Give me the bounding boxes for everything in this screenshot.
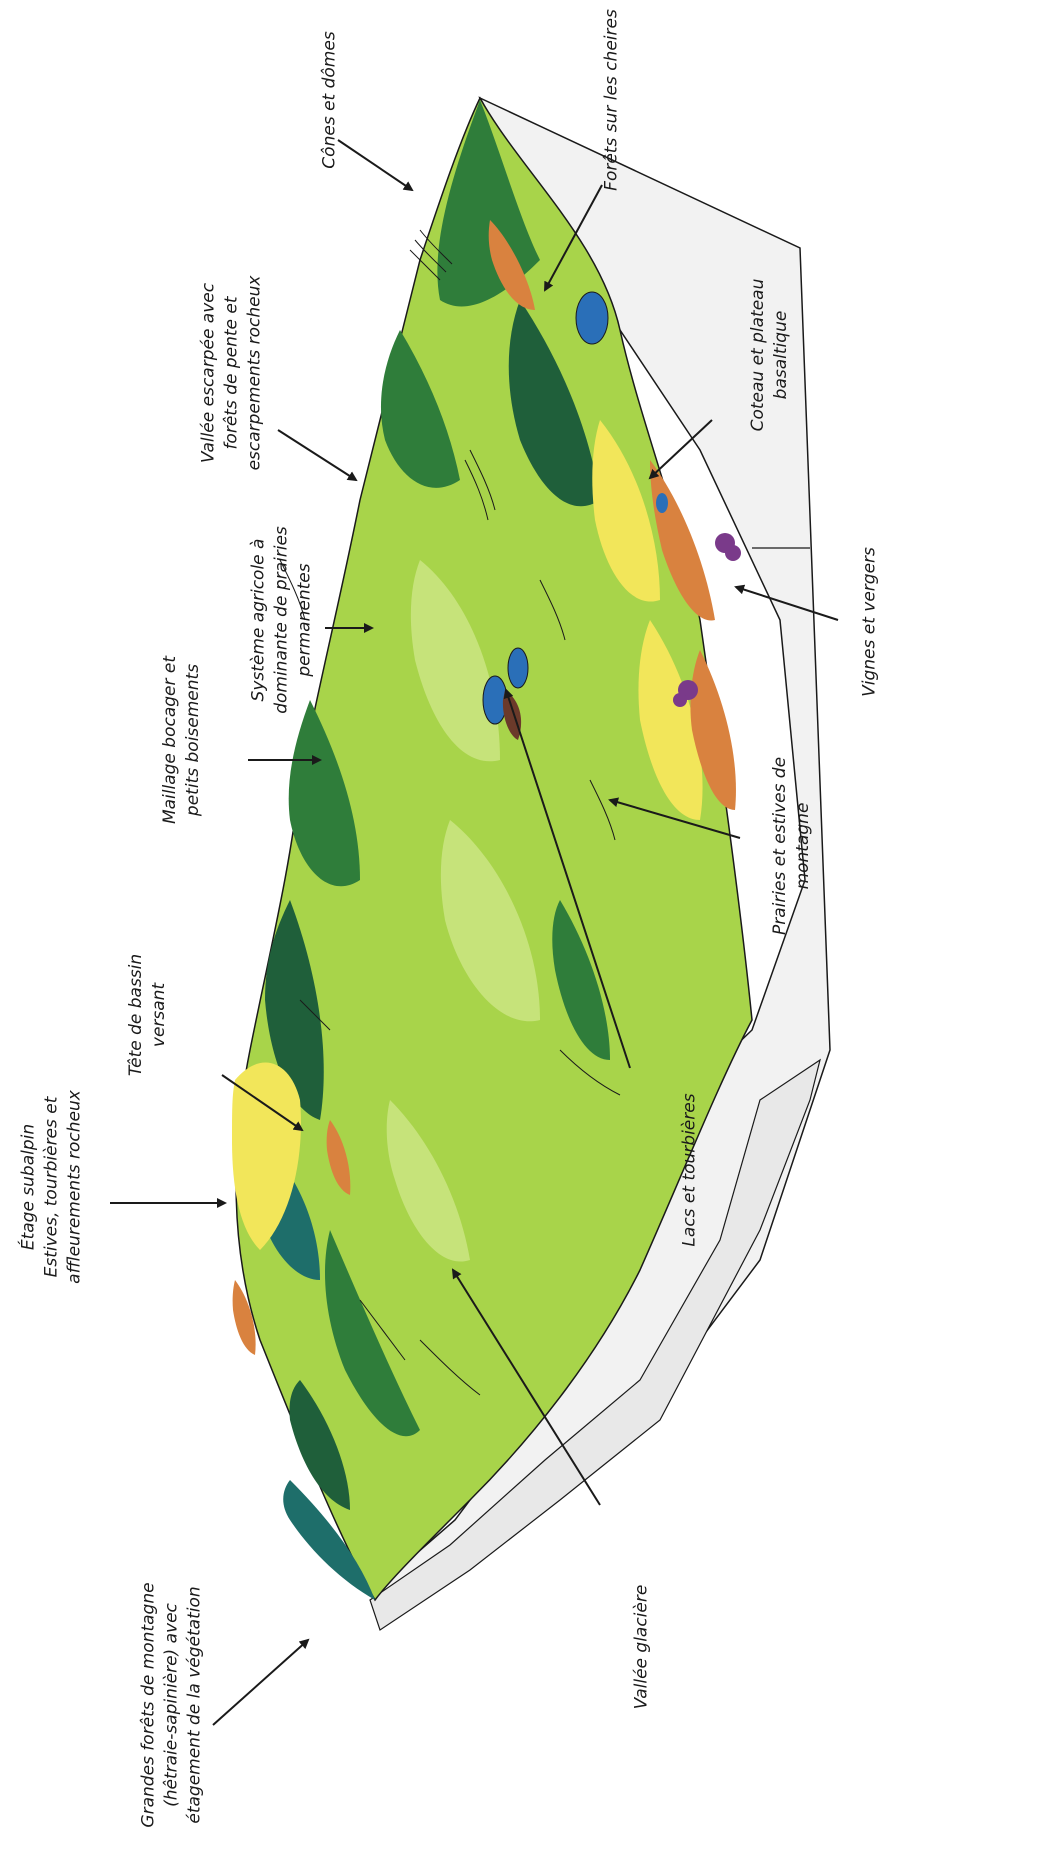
label-line: escarpements rocheux [244,276,267,471]
arrow-grandes-forets [213,1640,308,1725]
label-prairies-estives: Prairies et estives de montagne [769,757,815,935]
label-etage-subalpin: Étage subalpin Estives, tourbières et af… [18,1090,87,1284]
label-line: affleurements rocheux [64,1090,87,1284]
label-forets-cheires: Forêts sur les cheires [601,9,624,191]
lake-north [576,292,608,344]
arrow-vallee-escarpee [278,430,356,480]
vineyard-2 [725,545,741,561]
label-line: Forêts sur les cheires [601,9,624,191]
lake-plateau [656,493,668,513]
label-line: Prairies et estives de [769,757,792,935]
label-vallee-glaciere: Vallée glacière [631,1585,654,1710]
label-line: Vallée escarpée avec [198,276,221,471]
label-grandes-forets: Grandes forêts de montagne (hêtraie-sapi… [138,1582,207,1827]
label-systeme-agricole: Système agricole à dominante de prairies… [248,526,317,714]
label-line: Grandes forêts de montagne [138,1582,161,1827]
label-line: Étage subalpin [18,1090,41,1284]
vineyard-4 [673,693,687,707]
label-cones-domes: Cônes et dômes [319,31,342,168]
label-line: Système agricole à [248,526,271,714]
label-line: Maillage bocager et [159,656,182,824]
label-line: Lacs et tourbières [679,1093,702,1246]
label-vignes-vergers: Vignes et vergers [859,547,882,697]
label-line: versant [148,954,171,1076]
label-line: Cônes et dômes [319,31,342,168]
label-line: petits boisements [182,656,205,824]
label-lacs-tourbieres: Lacs et tourbières [679,1093,702,1246]
label-line: forêts de pente et [221,276,244,471]
label-line: Coteau et plateau [747,279,770,432]
label-maillage-bocager: Maillage bocager et petits boisements [159,656,205,824]
lake-central-2 [508,648,528,688]
label-coteau-plateau: Coteau et plateau basaltique [747,279,793,432]
label-line: dominante de prairies [271,526,294,714]
label-line: permanentes [294,526,317,714]
label-line: Tête de bassin [125,954,148,1076]
label-line: Estives, tourbières et [41,1090,64,1284]
label-line: basaltique [770,279,793,432]
label-tete-bassin: Tête de bassin versant [125,954,171,1076]
label-line: montagne [792,757,815,935]
label-line: Vignes et vergers [859,547,882,697]
label-vallee-escarpee: Vallée escarpée avec forêts de pente et … [198,276,267,471]
label-line: étagement de la végétation [184,1582,207,1827]
label-line: Vallée glacière [631,1585,654,1710]
arrow-cones [338,140,412,190]
label-line: (hêtraie-sapinière) avec [161,1582,184,1827]
